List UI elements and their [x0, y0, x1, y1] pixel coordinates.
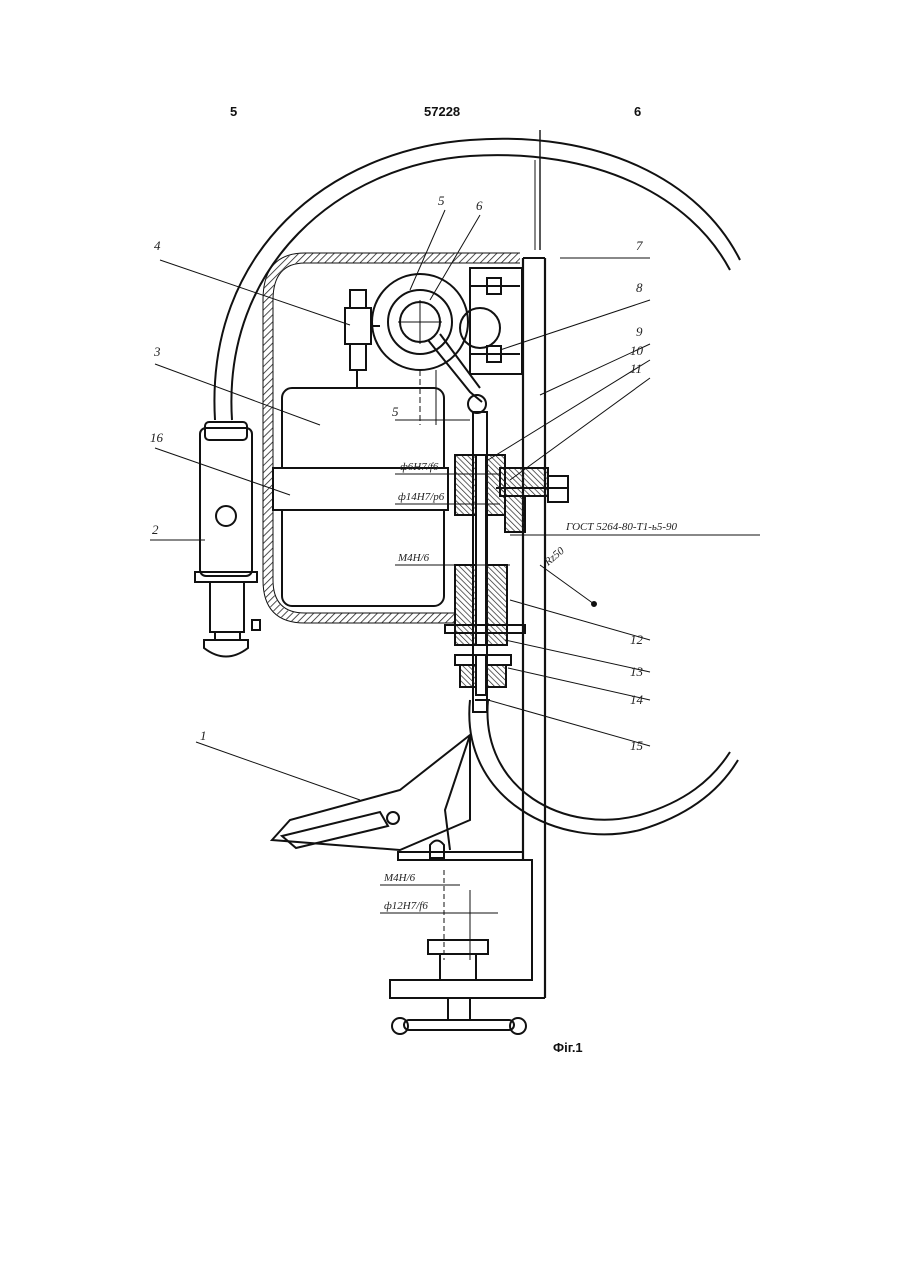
fit-lower: ф14Н7/р6: [398, 491, 445, 503]
part-label-3: 3: [153, 344, 161, 359]
thread-lower: М4Н/6: [383, 872, 416, 884]
part-label-12: 12: [630, 632, 644, 647]
pump-4: [345, 308, 371, 344]
part-label-4: 4: [154, 238, 161, 253]
lower-hose-outer: [469, 700, 738, 834]
thread-spec: М4Н/6: [397, 552, 430, 564]
part-label-11: 11: [630, 361, 642, 376]
clamp: [398, 852, 523, 860]
figure-caption: Фіг.1: [553, 1040, 583, 1055]
part-label-5: 5: [438, 193, 445, 208]
part-label-13: 13: [630, 664, 644, 679]
part-label-8: 8: [636, 280, 643, 295]
part-label-16: 16: [150, 430, 164, 445]
part-label-1: 1: [200, 728, 207, 743]
part-label-14: 14: [630, 692, 644, 707]
part-label-10: 10: [630, 343, 644, 358]
hose-outer: [214, 139, 740, 420]
motor-body: [200, 428, 252, 576]
clip: [272, 735, 470, 850]
section-mark: 5: [392, 404, 399, 419]
fit-upper: ф6Н7/f6: [400, 461, 439, 473]
diameter-lower: ф12Н7/f6: [384, 900, 428, 912]
standard-spec: ГОСТ 5264-80-Т1-ь5-90: [565, 521, 678, 533]
part-label-9: 9: [636, 324, 643, 339]
part-label-2: 2: [152, 522, 159, 537]
part-label-7: 7: [636, 238, 643, 253]
hose-inner: [231, 155, 730, 420]
part-label-6: 6: [476, 198, 483, 213]
part-label-15: 15: [630, 738, 644, 753]
